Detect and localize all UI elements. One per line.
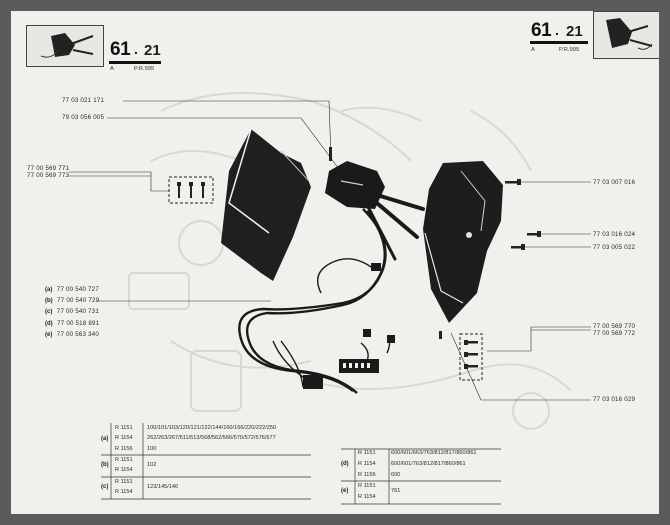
- variant-key: (e): [45, 331, 53, 338]
- header-code-left: P.R.995: [134, 66, 155, 72]
- refs-cell: 761: [391, 488, 401, 494]
- variant-row: (c) 77 00 540 731: [45, 305, 99, 316]
- model-cell: R 1151: [115, 479, 133, 485]
- variant-ref: 77 00 540 731: [56, 308, 99, 316]
- callout-left-4: 77 00 569 773: [27, 172, 70, 179]
- refs-cell: 600/601/663/763/812/817/860/861: [391, 450, 477, 456]
- thumbnail-switch-right-image: [593, 11, 659, 59]
- header-rule-left: [109, 61, 161, 64]
- group-key: (a): [101, 436, 109, 442]
- exploded-view-diagram: [69, 92, 591, 505]
- switch-thumbnail-left-icon: [40, 33, 94, 58]
- variant-key: (c): [45, 309, 53, 316]
- model-cell: R 1154: [115, 489, 133, 495]
- header-letter-left: A: [110, 66, 114, 72]
- variant-ref: 77 00 563 340: [56, 330, 99, 338]
- refs-cell: 100/101/103/120/121/122/144/160/166/220/…: [147, 425, 277, 431]
- model-cell: R 1156: [115, 446, 133, 452]
- table-group-b: (b) R 1151 102 R 1154: [101, 456, 311, 477]
- switch-thumbnail-right-icon: [606, 18, 653, 50]
- table-group-d: (d) R 1151 600/601/663/763/812/817/860/8…: [341, 449, 501, 481]
- model-cell: R 1154: [115, 467, 133, 473]
- page-dot-right: .: [555, 22, 559, 38]
- variant-key: (d): [45, 320, 53, 327]
- variant-row: (e) 77 00 563 340: [45, 328, 99, 339]
- table-group-e: (e) R 1151 761 R 1154: [341, 482, 501, 504]
- model-cell: R 1154: [358, 494, 376, 500]
- model-cell: R 1156: [358, 472, 376, 478]
- page-sub-left: 21: [144, 42, 161, 59]
- refs-cell: 123/145/146: [147, 484, 179, 490]
- variant-row: (d) 77 00 518 891: [45, 317, 99, 328]
- callout-right-4: 77 00 569 770: [593, 323, 636, 330]
- page-dot-left: .: [134, 41, 138, 57]
- variant-key: (b): [45, 298, 53, 305]
- variant-key: (a): [45, 287, 53, 293]
- model-cell: R 1151: [115, 425, 133, 431]
- catalog-page: 61 . 21 A P.R.995 61 . 21 A P.R.995: [11, 11, 659, 514]
- table-group-c: (c) R 1151 123/145/146 R 1154: [101, 478, 311, 499]
- variant-ref: 77 00 540 727: [56, 286, 99, 293]
- callout-left-2: 79 03 056 005: [62, 114, 105, 121]
- header-code-right: P.R.995: [559, 47, 580, 53]
- callout-right-1: 77 03 007 016: [593, 179, 636, 186]
- callout-right-2: 77 03 016 024: [593, 231, 636, 238]
- table-group-a: (a) R 1151 100/101/103/120/121/122/144/1…: [101, 424, 311, 455]
- model-cell: R 1151: [358, 483, 376, 489]
- group-key: (c): [101, 484, 109, 490]
- header-rule-right: [530, 41, 588, 44]
- refs-cell: 600: [391, 472, 401, 478]
- refs-cell: 102: [147, 462, 157, 468]
- group-key: (b): [101, 462, 109, 468]
- variant-callouts: (a) 77 00 540 727 (b) 77 00 540 729 (c) …: [45, 283, 99, 339]
- refs-cell: 262/263/267/511/513/568/562/566/570/572/…: [147, 435, 276, 441]
- variant-ref: 77 00 518 891: [57, 319, 100, 327]
- model-cell: R 1154: [358, 461, 376, 467]
- group-key: (e): [341, 488, 349, 494]
- model-cell: R 1151: [115, 457, 133, 463]
- callout-right-5: 77 00 569 772: [593, 330, 636, 337]
- callout-right-3: 77 03 005 022: [593, 244, 636, 251]
- page-sub-right: 21: [566, 23, 583, 40]
- model-cell: R 1151: [358, 450, 376, 456]
- variant-row: (b) 77 00 540 729: [45, 294, 99, 305]
- variant-row: (a) 77 00 540 727: [45, 283, 99, 294]
- callout-left-3: 77 00 569 771: [27, 165, 70, 172]
- group-key: (d): [341, 461, 349, 467]
- callout-right-6: 77 03 016 029: [593, 396, 636, 403]
- variant-ref: 77 00 540 729: [57, 297, 100, 305]
- thumbnail-switch-left-image: [26, 25, 104, 67]
- header-letter-right: A: [531, 47, 535, 53]
- page-number-right: 61: [531, 20, 552, 41]
- callout-left-1: 77 03 021 171: [62, 97, 105, 104]
- refs-cell: 100: [147, 446, 157, 452]
- model-cell: R 1154: [115, 435, 133, 441]
- refs-cell: 600/601/763/812/817/860/861: [391, 461, 466, 467]
- page-number-left: 61: [110, 39, 131, 60]
